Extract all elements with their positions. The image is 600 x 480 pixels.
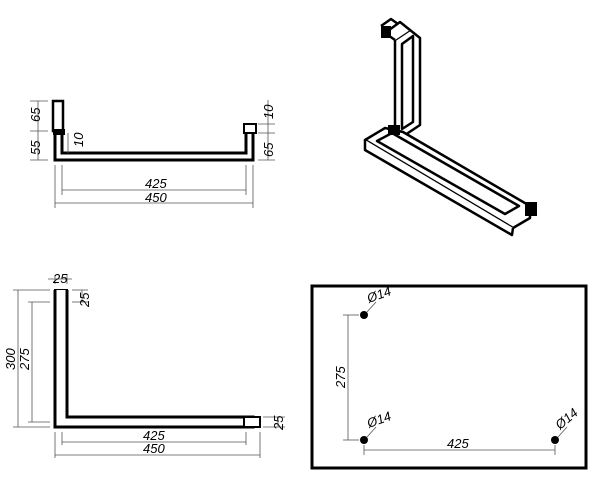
plan-dim-top-side: 25 bbox=[77, 292, 92, 308]
plan-bar bbox=[53, 290, 255, 429]
plan-view: 25 25 300 275 25 425 450 bbox=[3, 271, 286, 458]
dim-right-gap: 10 bbox=[261, 104, 276, 119]
dim-inner-length: 425 bbox=[145, 176, 167, 191]
hole-template: Ø14 Ø14 Ø14 275 425 bbox=[310, 283, 588, 470]
iso-corner-mount bbox=[388, 125, 400, 135]
front-view: 65 55 10 10 65 425 450 bbox=[28, 99, 276, 208]
iso-end-cap bbox=[525, 202, 537, 216]
isometric-view bbox=[363, 17, 537, 237]
left-mount bbox=[53, 129, 65, 135]
dim-right-height: 65 bbox=[261, 142, 276, 157]
dim-lower-post: 55 bbox=[28, 140, 43, 155]
plan-dim-right-end: 25 bbox=[271, 415, 286, 431]
template-dim-horizontal: 425 bbox=[447, 436, 469, 451]
plan-dim-top-width: 25 bbox=[52, 271, 68, 286]
plan-dim-total-length: 450 bbox=[143, 441, 165, 456]
template-plate bbox=[310, 284, 588, 470]
iso-top-cap bbox=[381, 26, 391, 38]
dim-total-length: 450 bbox=[145, 190, 167, 205]
right-mount bbox=[243, 123, 257, 134]
plan-dim-inner-length: 425 bbox=[143, 428, 165, 443]
plan-dim-inner-height: 275 bbox=[17, 348, 32, 371]
hole-bottom-right bbox=[551, 436, 559, 444]
hole-bottom-left bbox=[360, 436, 368, 444]
front-bar bbox=[53, 131, 255, 162]
front-bar-inner bbox=[60, 133, 248, 155]
template-dim-vertical: 275 bbox=[333, 366, 348, 389]
plan-dim-total-height: 300 bbox=[3, 348, 18, 370]
left-post-top bbox=[51, 99, 65, 133]
hole-top-left bbox=[360, 311, 368, 319]
dim-top-post: 65 bbox=[28, 107, 43, 122]
plan-end-mount bbox=[243, 416, 261, 428]
dim-left-gap: 10 bbox=[71, 132, 86, 147]
